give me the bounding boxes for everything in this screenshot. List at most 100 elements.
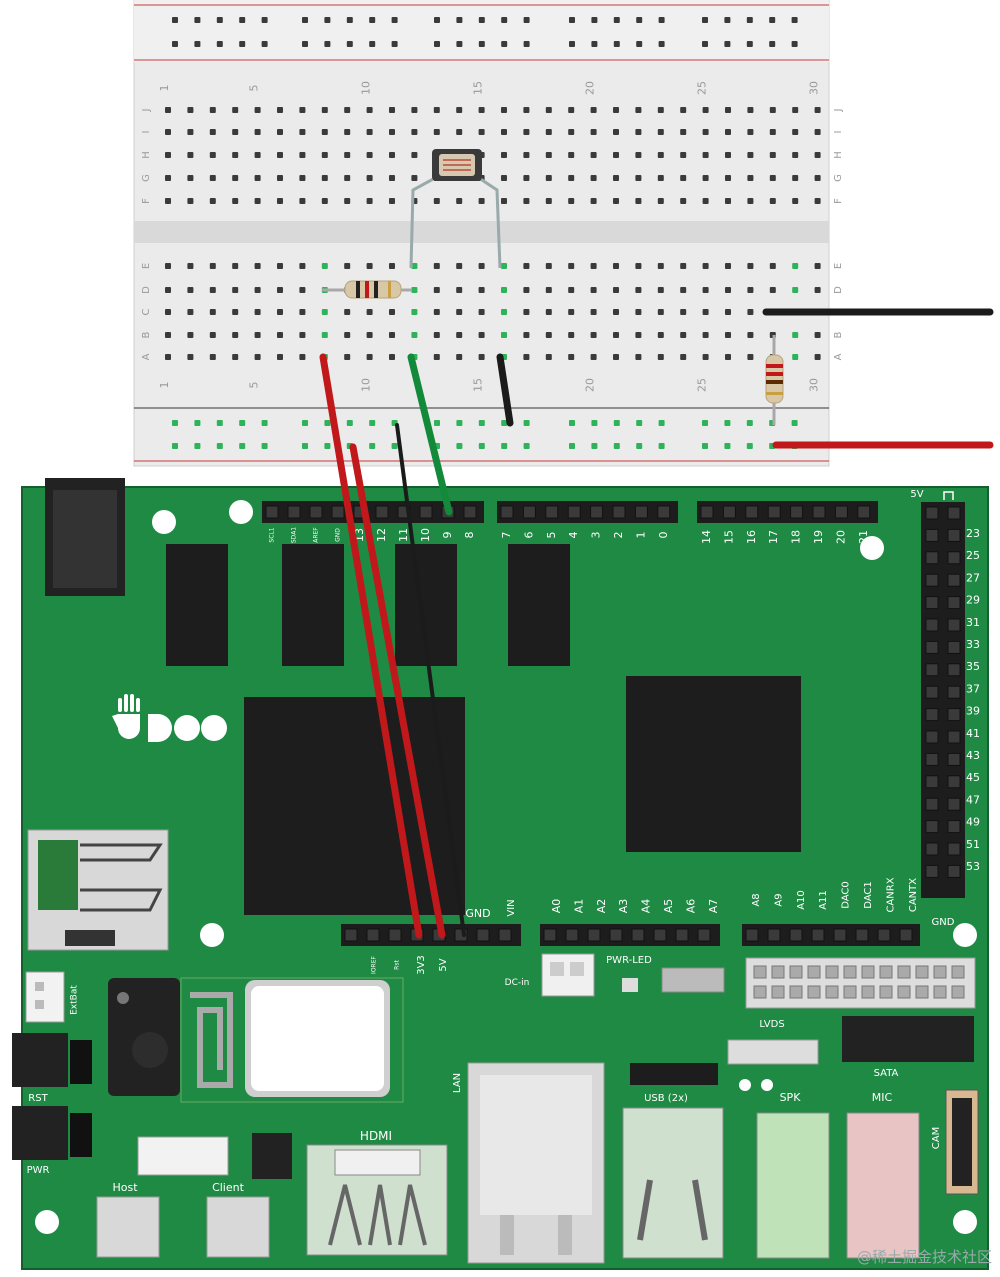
pin-label: 5V — [438, 958, 449, 971]
lvds-connector — [727, 1039, 819, 1065]
pin-label: 5 — [545, 532, 558, 539]
pin-label: 15 — [722, 530, 735, 544]
bb-row-letter: C — [141, 308, 152, 315]
pin-label: 20 — [834, 530, 847, 544]
wifi-module — [108, 977, 404, 1103]
usb-2x-port[interactable] — [622, 1107, 724, 1259]
resistor-right[interactable] — [765, 335, 784, 425]
lan-port[interactable] — [467, 1062, 605, 1264]
pin-label: GND — [335, 528, 342, 542]
pin-label: SDA1 — [291, 527, 298, 543]
pin-label: 45 — [966, 771, 980, 784]
bb-col-number: 30 — [808, 81, 821, 95]
pin-label: 31 — [966, 616, 980, 629]
bb-col-number: 15 — [472, 81, 485, 95]
pin-label: 0 — [657, 532, 670, 539]
right-header-gnd-label: GND — [932, 917, 955, 928]
bb-row-letter: A — [833, 353, 844, 360]
bb-col-number: 15 — [472, 378, 485, 392]
wire-red-3v3[interactable] — [319, 353, 423, 939]
pin-label: A11 — [818, 890, 829, 910]
pin-label: A3 — [617, 899, 630, 914]
bb-row-letter: I — [833, 131, 844, 134]
ram-chip — [282, 544, 344, 666]
pin-label: 25 — [966, 549, 980, 562]
pwr-label: PWR — [27, 1165, 50, 1176]
pin-label: DAC0 — [841, 881, 852, 909]
photoresistor[interactable] — [409, 149, 502, 269]
bb-row-letter: D — [141, 286, 152, 294]
client-label: Client — [212, 1181, 245, 1194]
pin-label: 9 — [441, 532, 454, 539]
bb-row-letter: D — [833, 286, 844, 294]
bb-row-letter: E — [141, 263, 152, 269]
wire-red-5v[interactable] — [349, 443, 446, 939]
pin-label: 23 — [966, 527, 980, 540]
pin-label: 29 — [966, 594, 980, 607]
udoo-board: SCL1SDA1AREFGND1312111098765432101415161… — [12, 478, 989, 1270]
bb-col-number: 20 — [584, 81, 597, 95]
pin-label: A0 — [550, 899, 563, 914]
mic-label: MIC — [872, 1091, 893, 1104]
watermark: @稀土掘金技术社区 — [857, 1248, 992, 1266]
lvds-label: LVDS — [759, 1019, 784, 1030]
hdmi-port[interactable] — [306, 1144, 448, 1256]
pin-label: VIN — [506, 899, 517, 916]
pin-label: A10 — [796, 890, 807, 910]
pin-label: 10 — [419, 528, 432, 542]
bb-row-letter: B — [141, 331, 152, 338]
pin-label: 2 — [612, 532, 625, 539]
pin-label: A2 — [595, 899, 608, 914]
mcu-chip — [626, 676, 801, 852]
ram-chip — [508, 544, 570, 666]
pin-label: 33 — [966, 638, 980, 651]
power-header[interactable] — [341, 924, 521, 946]
usb-label: USB (2x) — [644, 1093, 688, 1104]
pin-label: DAC1 — [863, 881, 874, 909]
bb-row-letter: E — [833, 263, 844, 269]
bb-col-number: 25 — [696, 378, 709, 392]
bb-row-letter: I — [141, 131, 152, 134]
sata-label: SATA — [874, 1068, 899, 1079]
pin-label: SCL1 — [269, 527, 276, 542]
mic-jack[interactable] — [846, 1112, 920, 1259]
pin-label: 14 — [700, 530, 713, 544]
wires — [319, 308, 994, 939]
pin-label: CANRX — [885, 877, 896, 912]
bb-col-number: 1 — [158, 85, 171, 92]
bb-row-letter: B — [833, 331, 844, 338]
extbat-connector — [25, 971, 65, 1023]
hdmi-label: HDMI — [360, 1129, 392, 1143]
wire-black-gnd[interactable] — [395, 423, 466, 937]
bb-row-letter: H — [141, 151, 152, 159]
usb-client-port[interactable] — [206, 1196, 270, 1258]
pin-label: 27 — [966, 571, 980, 584]
bb-row-letter: G — [833, 174, 844, 182]
wire-green-a0[interactable] — [407, 353, 453, 516]
pin-label: 35 — [966, 660, 980, 673]
digital-header-right[interactable] — [697, 501, 878, 523]
pin-label: A1 — [572, 899, 585, 914]
analog-header-2[interactable] — [742, 924, 920, 946]
pin-label: 11 — [397, 528, 410, 542]
extbat-label: ExtBat — [70, 985, 80, 1015]
analog-header[interactable] — [540, 924, 720, 946]
ram-chip — [166, 544, 228, 666]
bb-col-number: 30 — [808, 378, 821, 392]
resistor-top[interactable] — [322, 280, 412, 299]
usb-host-port[interactable] — [96, 1196, 160, 1258]
pwr-led — [622, 978, 638, 992]
digital-header-mid[interactable] — [497, 501, 678, 523]
pin-label: A4 — [640, 899, 653, 914]
pwr-button[interactable] — [12, 1106, 68, 1160]
dc-in-connector — [541, 953, 595, 997]
pin-label: CANTX — [908, 878, 919, 912]
wire-black-short[interactable] — [496, 353, 514, 427]
dc-in-label: DC-in — [505, 978, 530, 988]
rst-button[interactable] — [12, 1033, 68, 1087]
speaker-jack[interactable] — [756, 1112, 830, 1259]
pwr-led-label: PWR-LED — [606, 955, 652, 966]
sd-card-slot — [27, 829, 169, 951]
